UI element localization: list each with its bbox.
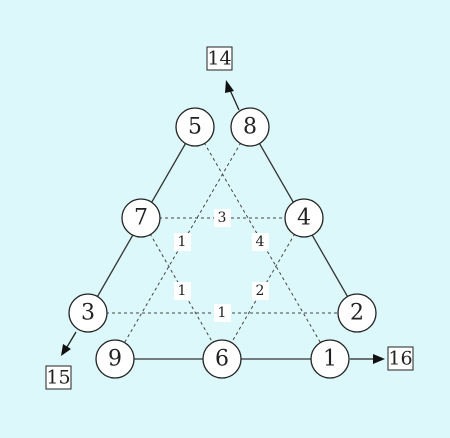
arrow-left-line: [66, 331, 77, 348]
arrow-right-head: [373, 354, 385, 364]
arrow-top-head: [225, 80, 234, 93]
result-box-right: 16: [387, 346, 414, 371]
svg-text:6: 6: [215, 347, 229, 372]
node-middle-right: 4: [284, 198, 324, 238]
svg-text:3: 3: [81, 301, 95, 326]
node-bottom-middle: 6: [202, 339, 242, 379]
node-middle-left: 7: [121, 198, 161, 238]
svg-text:5: 5: [188, 115, 202, 140]
arrow-top-line: [229, 89, 240, 111]
svg-text:7: 7: [134, 206, 148, 231]
inner-label-top: 3: [214, 209, 231, 227]
svg-text:1: 1: [218, 305, 227, 321]
node-top-right: 8: [230, 107, 270, 147]
svg-text:2: 2: [350, 301, 364, 326]
svg-text:1: 1: [178, 283, 187, 299]
inner-label-bottom: 1: [214, 304, 231, 322]
node-lower-right: 2: [337, 293, 377, 333]
svg-text:15: 15: [46, 367, 70, 389]
inner-label-lower-left: 1: [174, 282, 191, 300]
svg-text:8: 8: [243, 115, 257, 140]
svg-text:9: 9: [108, 347, 122, 372]
node-bottom-right: 1: [310, 339, 350, 379]
svg-text:16: 16: [388, 348, 412, 370]
arrow-left-head: [61, 344, 71, 356]
svg-text:14: 14: [207, 48, 231, 70]
svg-text:3: 3: [218, 210, 227, 226]
svg-text:1: 1: [178, 234, 187, 250]
inner-label-lower-right: 2: [252, 282, 269, 300]
svg-text:2: 2: [256, 283, 265, 299]
svg-text:4: 4: [256, 234, 265, 250]
inner-label-upper-left: 1: [174, 233, 191, 251]
node-lower-left: 3: [68, 293, 108, 333]
svg-text:1: 1: [323, 347, 337, 372]
node-top-left: 5: [175, 107, 215, 147]
result-box-top: 14: [206, 46, 233, 71]
node-bottom-left: 9: [95, 339, 135, 379]
result-box-left: 15: [45, 365, 72, 390]
svg-text:4: 4: [297, 206, 311, 231]
inner-label-upper-right: 4: [252, 233, 269, 251]
